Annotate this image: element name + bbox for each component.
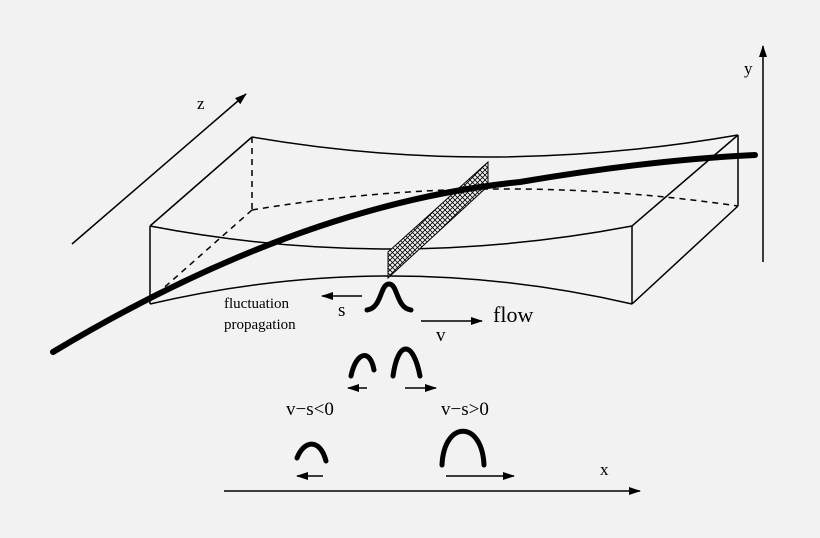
condition-negative: v−s<0 <box>286 399 334 420</box>
propagation-label: propagation <box>224 317 296 333</box>
box-outline <box>149 134 739 305</box>
v-label: v <box>436 325 446 346</box>
z-axis-label: z <box>197 94 205 113</box>
s-label: s <box>338 300 345 321</box>
pulse-right-bottom <box>439 428 487 468</box>
flow-label: flow <box>493 302 533 327</box>
pulse-left-small <box>348 353 377 379</box>
fluctuation-label: fluctuation <box>224 296 289 312</box>
pulse-left-bottom <box>294 441 329 464</box>
pulse-right-small <box>390 346 423 379</box>
hatched-slab <box>387 160 489 280</box>
box-hidden-edges <box>149 137 739 301</box>
condition-positive: v−s>0 <box>441 399 489 420</box>
z-axis <box>71 93 247 245</box>
y-axis-label: y <box>744 59 753 78</box>
x-axis-label: x <box>600 460 609 479</box>
fluctuation-pulse <box>364 281 414 313</box>
flux-line <box>50 152 758 355</box>
